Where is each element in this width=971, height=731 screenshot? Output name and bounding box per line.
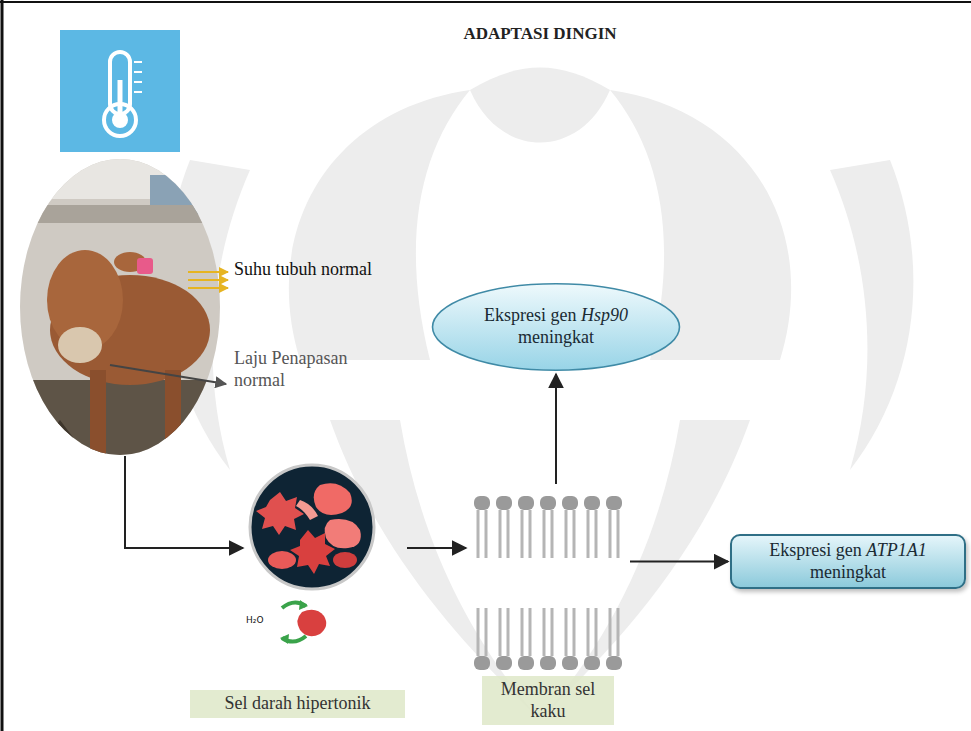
frame-line <box>1 0 4 731</box>
annotation-label: H₂O <box>246 616 276 625</box>
cell-label-box: Sel darah hipertonik <box>190 462 405 718</box>
frame-line <box>0 1 971 3</box>
process-ellipse: Ekspresi gen Hsp90 meningkat <box>430 282 682 372</box>
cell-membrane <box>474 496 622 670</box>
thermometer-icon <box>60 30 180 152</box>
flow-arrow <box>125 456 243 548</box>
annotation-label: Laju Penapasan normal <box>234 348 399 391</box>
cow-photo <box>20 159 220 460</box>
watermark <box>167 68 914 721</box>
water-icon <box>280 600 326 644</box>
node-text: Ekspresi gen Hsp90 meningkat <box>473 305 639 348</box>
diagram-title: ADAPTASI DINGIN <box>340 24 740 44</box>
node-text: Ekspresi gen ATP1A1 meningkat <box>740 540 956 583</box>
node-text: Sel darah hipertonik <box>190 690 405 718</box>
flow-arrow <box>630 561 728 563</box>
blood-cells <box>250 465 374 589</box>
process-box: Ekspresi gen ATP1A1 meningkat <box>730 534 966 589</box>
flow-arrow <box>555 374 557 484</box>
flow-arrow <box>407 547 466 549</box>
annotation-label: Suhu tubuh normal <box>234 259 404 281</box>
indicator-arrows <box>110 272 228 384</box>
membrane-label-box: Membran sel kaku <box>468 486 628 725</box>
node-text: Membran sel kaku <box>482 676 614 725</box>
